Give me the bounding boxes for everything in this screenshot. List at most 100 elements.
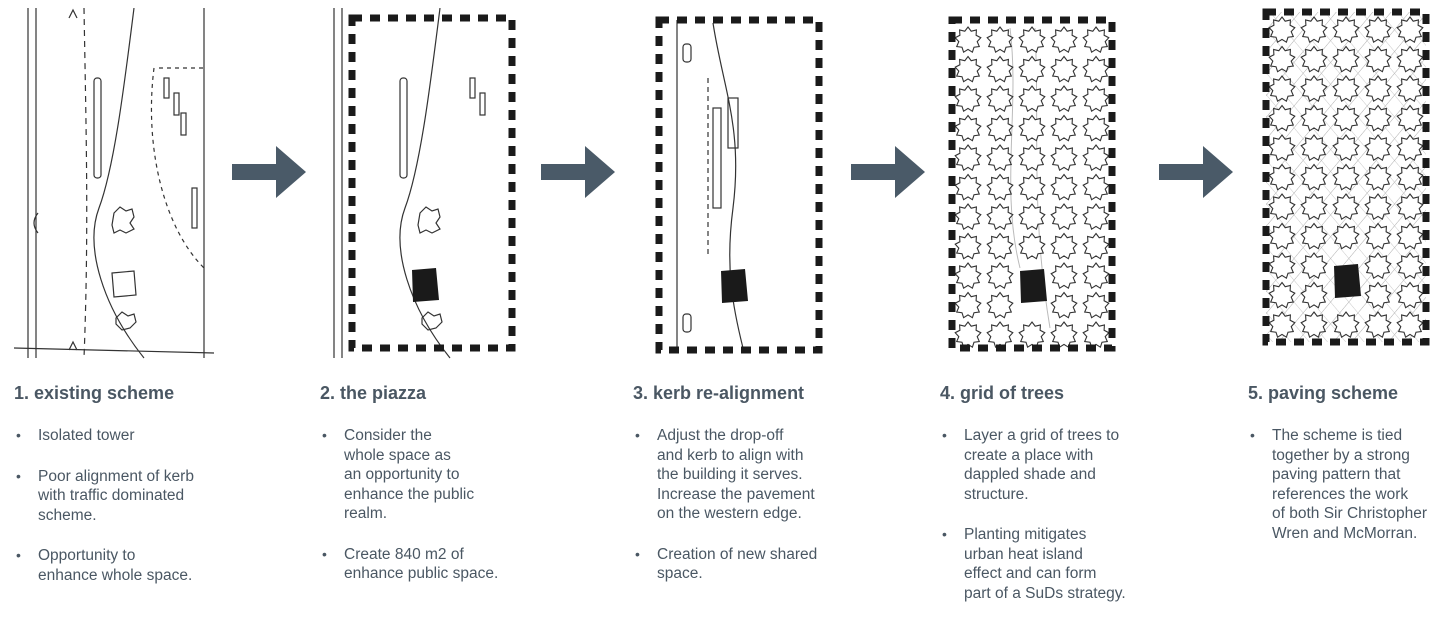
tree-icon [1396,281,1424,309]
step-5-panel: 5. paving scheme •The scheme is tied tog… [1248,0,1453,622]
tree-icon [954,144,982,172]
grid-of-trees-sketch [948,16,1116,352]
piazza-sketch [333,8,516,359]
tree-icon [1364,134,1392,162]
tree-icon [1050,26,1078,54]
tree-icon [1396,222,1424,250]
bullet-icon: • [942,526,947,542]
tree-icon [1018,85,1046,113]
tree-icon [1268,281,1296,309]
tree-icon [1018,144,1046,172]
tree-icon [1050,203,1078,231]
list-item: •The scheme is tied together by a strong… [1248,426,1448,543]
bullet-text: Poor alignment of kerb with traffic domi… [38,467,194,524]
tree-icon [1364,16,1392,44]
tree-icon [1018,173,1046,201]
tree-icon [1050,232,1078,260]
bullet-list: • Isolated tower •Poor alignment of kerb … [14,426,219,606]
step-title: 4. grid of trees [940,383,1065,403]
tree-icon [1332,222,1360,250]
tree-icon [1364,252,1392,280]
tree-icon [1050,262,1078,290]
tree-icon [1268,311,1296,339]
tree-icon [1364,281,1392,309]
tree-icon [1364,311,1392,339]
tree-icon [1396,16,1424,44]
arrow-right-icon [232,146,306,198]
tree-icon [954,232,982,260]
bullet-text: Adjust the drop-off and kerb to align wi… [657,427,815,522]
bullet-text: Creation of new shared space. [657,545,818,583]
bullet-icon: • [635,427,640,443]
tree-icon [1396,104,1424,132]
tree-icon [1018,321,1046,349]
tree-icon [1082,173,1110,201]
step-4-panel: 4. grid of trees • Layer a grid of trees … [940,0,1160,622]
bullet-text: Layer a grid of trees to create a place … [964,427,1120,503]
tree-icon [954,85,982,113]
tree-icon [1050,144,1078,172]
tree-icon [1082,262,1110,290]
tree-icon [986,173,1014,201]
tree-icon [1300,75,1328,103]
step-title: 5. paving scheme [1248,383,1399,403]
tree-icon [1364,222,1392,250]
tree-icon [954,203,982,231]
tree-icon [1396,134,1424,162]
tree-icon [1082,144,1110,172]
tree-icon [1332,163,1360,191]
tree-icon [1300,45,1328,73]
bullet-list: • Layer a grid of trees to create a place… [940,426,1145,624]
tree-icon [1332,45,1360,73]
tree-icon [1082,114,1110,142]
tree-icon [1082,321,1110,349]
tree-icon [954,26,982,54]
tree-icon [986,262,1014,290]
paving-scheme-sketch [1262,8,1430,346]
bullet-list: • Adjust the drop-off and kerb to align w… [633,426,838,605]
bullet-text: Create 840 m2 of enhance public space. [344,545,499,583]
tree-icon [986,85,1014,113]
tree-icon [1332,104,1360,132]
list-item: • Layer a grid of trees to create a place… [940,426,1145,504]
bullet-text: Consider the whole space as an opportuni… [344,427,475,522]
tree-icon [1300,222,1328,250]
list-item: •Poor alignment of kerb with traffic dom… [14,467,219,526]
bullet-icon: • [322,545,327,562]
tree-icon [1396,75,1424,103]
kerb-realignment-sketch [655,16,823,354]
tree-icon [1050,55,1078,83]
tree-icon [1050,291,1078,319]
tree-icon [986,144,1014,172]
arrow-right-icon [541,146,615,198]
tree-icon [1018,203,1046,231]
tree-icon [1396,193,1424,221]
tree-icon [954,55,982,83]
bullet-list: • Consider the whole space as an opportun… [320,426,525,605]
list-item: •Planting mitigates urban heat island ef… [940,525,1145,603]
step-title: 1. existing scheme [14,383,175,403]
tree-icon [1268,104,1296,132]
tree-icon [1082,232,1110,260]
tree-icon [1332,75,1360,103]
tree-icon [954,291,982,319]
bullet-icon: • [16,427,21,443]
tree-icon [1018,232,1046,260]
bullet-icon: • [942,427,947,443]
tree-icon [1050,114,1078,142]
tree-icon [1364,163,1392,191]
step-3-panel: 3. kerb re-alignment •Adjust the drop-of… [633,0,853,622]
tree-icon [1300,16,1328,44]
list-item: •Opportunity to enhance whole space. [14,546,219,585]
tree-icon [1300,281,1328,309]
tree-icon [1364,104,1392,132]
bullet-text: Isolated tower [38,427,135,444]
tree-icon [986,203,1014,231]
tree-icon [1268,252,1296,280]
tree-icon [1396,45,1424,73]
bullet-text: The scheme is tied together by a strong … [1272,427,1428,542]
tree-icon [1082,291,1110,319]
tree-icon [986,291,1014,319]
tree-icon [1268,163,1296,191]
tree-icon [1268,16,1296,44]
